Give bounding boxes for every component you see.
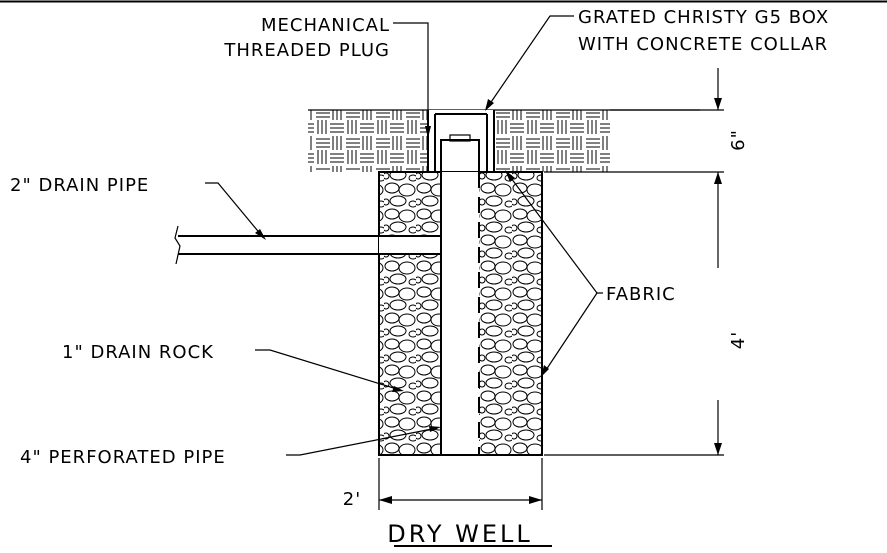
well-depth-dim: 4': [728, 331, 749, 349]
drain-pipe-2in: [174, 225, 442, 265]
dimension-lines: [378, 68, 724, 510]
plug-label-line1: MECHANICAL: [261, 15, 390, 36]
concrete-collar: [308, 109, 700, 172]
plug-cap: [449, 134, 471, 142]
drain-rock-label: 1" DRAIN ROCK: [62, 342, 214, 363]
perforated-pipe: [440, 172, 480, 456]
leader-lines: [205, 15, 603, 456]
grated-box-label-line2: WITH CONCRETE COLLAR: [578, 34, 828, 55]
well-width-dim: 2': [343, 489, 361, 510]
perforated-pipe-label: 4" PERFORATED PIPE: [20, 447, 226, 468]
fabric-label: FABRIC: [606, 284, 676, 305]
grated-box-label-line1: GRATED CHRISTY G5 BOX: [578, 7, 829, 28]
drain-pipe-label: 2" DRAIN PIPE: [10, 175, 149, 196]
drawing-title: DRY WELL: [387, 520, 533, 548]
drain-rock-fill: [378, 171, 543, 456]
collar-depth-dim: 6": [728, 129, 749, 151]
plug-label-line2: THREADED PLUG: [223, 40, 390, 61]
